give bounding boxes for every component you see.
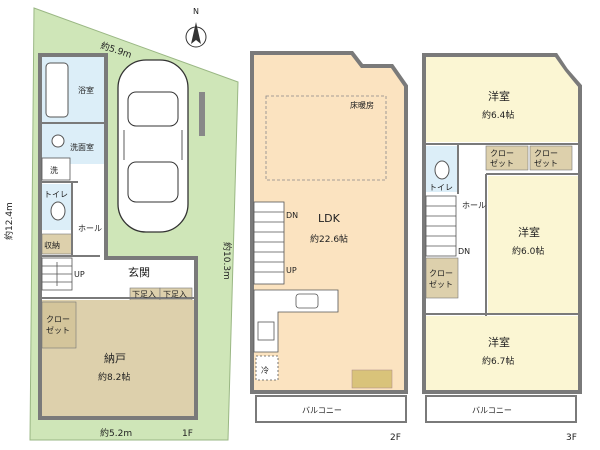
hall-label-3f: ホール (462, 201, 486, 210)
closet-3f-3-a: クロー (429, 269, 453, 278)
floor-label-1f: 1F (182, 429, 193, 439)
dim-right-1f: 約10.3m (221, 242, 233, 280)
dim-bottom-1f: 約5.2m (100, 427, 132, 439)
western-room-2-size: 約6.0帖 (512, 245, 544, 257)
closet-3f-3 (425, 257, 459, 299)
entrance-label: 玄関 (128, 265, 150, 279)
western-room-1 (426, 57, 578, 142)
floor-heating-label: 床暖房 (350, 100, 374, 110)
parked-car (117, 59, 189, 233)
toilet-bowl-3f (434, 160, 450, 180)
washroom-label: 洗面室 (70, 142, 94, 152)
toilet-label-1f: トイレ (44, 190, 68, 199)
fridge-label: 冷 (261, 365, 269, 375)
dn-label-2f: DN (286, 211, 298, 220)
sink (295, 293, 319, 309)
dim-left-1f: 約12.4m (3, 202, 15, 240)
nando-label: 納戸 (104, 352, 126, 365)
closet-3f-2-b: ゼット (534, 158, 558, 168)
floor-mat (351, 369, 393, 389)
interior-walls-1f (42, 122, 196, 299)
storage-label: 収納 (44, 240, 60, 250)
floor-label-2f: 2F (390, 433, 401, 443)
closet-3f-2-a: クロー (534, 149, 558, 158)
balcony-2f (255, 395, 407, 423)
closet-3f-1-a: クロー (490, 149, 514, 158)
western-room-3-size: 約6.7帖 (482, 355, 514, 367)
floor-label-3f: 3F (566, 433, 577, 443)
shoe-label-1: 下足入 (132, 290, 156, 299)
balcony-label-3f: バルコニー (472, 406, 512, 415)
closet-3f-2 (529, 145, 573, 171)
balcony-label-2f: バルコニー (302, 406, 342, 415)
compass-letter: N (193, 7, 199, 16)
up-label-2f: UP (286, 266, 297, 275)
closet-label-1f-b: ゼット (46, 325, 70, 335)
western-room-2-label: 洋室 (518, 225, 540, 239)
closet-3f-3-b: ゼット (429, 279, 453, 289)
western-room-3-label: 洋室 (488, 335, 510, 349)
western-room-1-size: 約6.4帖 (482, 109, 514, 121)
north-compass: N (185, 7, 207, 48)
interior-walls-3f (426, 143, 578, 316)
closet-3f-1-b: ゼット (490, 158, 514, 168)
floor-2f: 床暖房 LDK 約22.6帖 DN UP 冷 バルコニー 2F (250, 51, 408, 443)
closet-label-1f-a: クロー (46, 315, 70, 324)
ldk-size: 約22.6帖 (310, 233, 348, 245)
hall-label-1f: ホール (78, 224, 102, 233)
bathtub (45, 62, 69, 118)
stairs-2f (253, 201, 285, 285)
wash-basin (51, 134, 65, 148)
ldk-label: LDK (318, 212, 341, 225)
toilet-label-3f: トイレ (429, 183, 453, 192)
floor-heating-area (265, 95, 387, 181)
nando-size: 約8.2帖 (98, 371, 130, 383)
floor-1f: 浴室 洗面室 洗 トイレ ホール 収納 UP 玄関 下足入 下足入 クロー ゼッ… (3, 7, 239, 441)
balcony-3f (425, 395, 577, 423)
floor-3f: 洋室 約6.4帖 クロー ゼット クロー ゼット トイレ ホール DN 洋室 約… (422, 53, 582, 443)
shoe-label-2: 下足入 (163, 290, 187, 299)
stairs-1f (41, 257, 73, 291)
western-room-2 (488, 176, 578, 314)
gate-post (199, 92, 205, 136)
stairs-3f (425, 195, 457, 257)
western-room-3 (426, 316, 578, 390)
closet-1f-box (41, 301, 77, 349)
fridge-space (255, 355, 279, 381)
washer-space (41, 157, 71, 181)
bath-label: 浴室 (78, 85, 94, 95)
stove (257, 321, 275, 341)
western-room-1-label: 洋室 (488, 89, 510, 103)
toilet-bowl (50, 201, 66, 221)
washer-label: 洗 (50, 165, 58, 175)
dn-label-3f: DN (458, 247, 470, 256)
closet-3f-1 (485, 145, 529, 171)
up-label-1f: UP (74, 270, 85, 279)
